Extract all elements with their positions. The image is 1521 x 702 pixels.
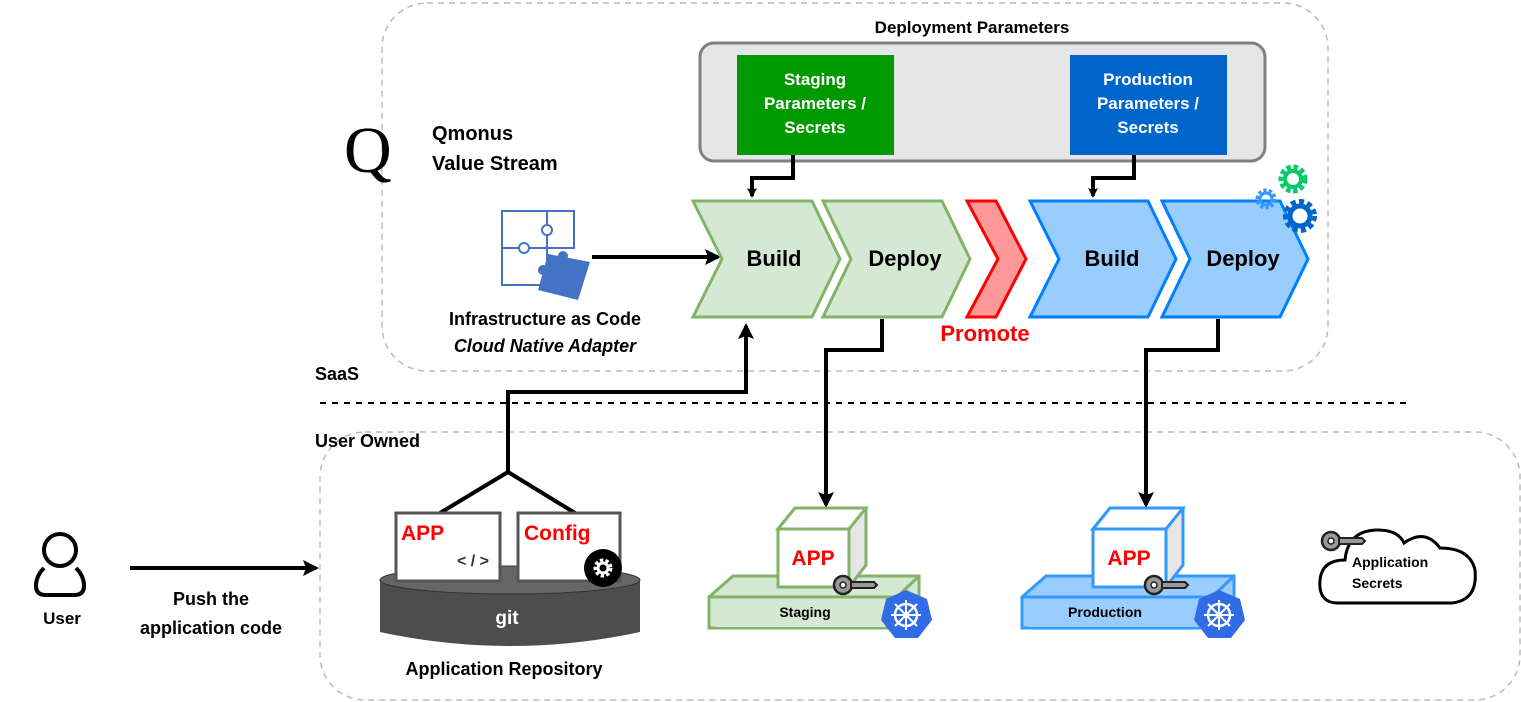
stage-staging-deploy[interactable]: Deploy (820, 199, 972, 319)
staging-app-label: APP (791, 547, 834, 570)
user-icon (33, 532, 87, 597)
repo-config-label: Config (524, 522, 590, 545)
staging-parameters-line1: Staging (784, 70, 846, 89)
app-source-card[interactable]: APP < / > (394, 511, 502, 583)
production-parameters-line3: Secrets (1117, 118, 1178, 137)
git-label: git (495, 608, 519, 629)
deployment-parameters-title-text: Deployment Parameters (875, 18, 1070, 37)
staging-parameters-line3: Secrets (784, 118, 845, 137)
repo-to-build-connector (506, 323, 754, 472)
repository-title: Application Repository (405, 659, 602, 679)
production-params-connector (1088, 155, 1136, 198)
staging-deploy-label: Deploy (868, 246, 942, 271)
config-gear-icon (584, 549, 622, 587)
staging-deploy-connector (818, 319, 884, 508)
production-parameters-card[interactable]: Production Parameters / Secrets (1070, 55, 1227, 155)
application-secrets-store[interactable]: Application Secrets (1318, 528, 1477, 605)
code-icon: < / > (457, 553, 489, 570)
staging-app-container[interactable]: APP (774, 506, 870, 590)
push-label-line1: Push the (173, 589, 249, 609)
brand-name-line1: Qmonus (432, 123, 513, 145)
config-card[interactable]: Config (516, 511, 622, 587)
staging-parameters-card[interactable]: Staging Parameters / Secrets (737, 55, 894, 155)
repo-app-label: APP (401, 522, 444, 545)
production-deploy-connector (1138, 319, 1220, 508)
secrets-key-icon (1320, 530, 1367, 552)
production-key-icon (1143, 574, 1190, 596)
staging-platform-label: Staging (779, 604, 830, 620)
kubernetes-icon (881, 590, 932, 638)
iac-title: Infrastructure as Code (449, 309, 641, 329)
logo-q-icon: Q (344, 114, 392, 187)
stage-production-build[interactable]: Build (1027, 199, 1178, 319)
kubernetes-icon (1194, 590, 1245, 638)
user-label: User (43, 609, 81, 628)
stage-production-deploy[interactable]: Deploy (1159, 199, 1310, 319)
staging-parameters-line2: Parameters / (764, 94, 866, 113)
gears-icon (1255, 164, 1317, 233)
staging-params-connector (747, 155, 795, 198)
brand-name-line2: Value Stream (432, 153, 558, 175)
production-app-container[interactable]: APP (1089, 506, 1187, 590)
production-parameters-line2: Parameters / (1097, 94, 1199, 113)
staging-build-label: Build (747, 246, 802, 271)
production-deploy-label: Deploy (1206, 246, 1280, 271)
user-owned-zone (319, 431, 1521, 701)
promote-label: Promote (940, 321, 1029, 346)
production-build-label: Build (1085, 246, 1140, 271)
staging-key-icon (832, 574, 879, 596)
qmonus-logo: Q Qmonus Value Stream (344, 114, 558, 187)
saas-label: SaaS (315, 364, 359, 384)
production-environment[interactable]: Production (1020, 574, 1236, 630)
secrets-label-line1: Application (1352, 554, 1428, 570)
puzzle-icon (501, 210, 590, 300)
user-owned-label: User Owned (315, 431, 420, 451)
push-label-line2: application code (140, 618, 282, 638)
production-platform-label: Production (1068, 604, 1142, 620)
secrets-label-line2: Secrets (1352, 575, 1403, 591)
stage-staging-build[interactable]: Build (690, 199, 842, 319)
iac-subtitle: Cloud Native Adapter (454, 336, 637, 356)
production-parameters-line1: Production (1103, 70, 1193, 89)
repo-branch-lines (438, 469, 577, 515)
production-app-label: APP (1107, 547, 1150, 570)
stage-promote[interactable]: Promote (940, 199, 1030, 346)
